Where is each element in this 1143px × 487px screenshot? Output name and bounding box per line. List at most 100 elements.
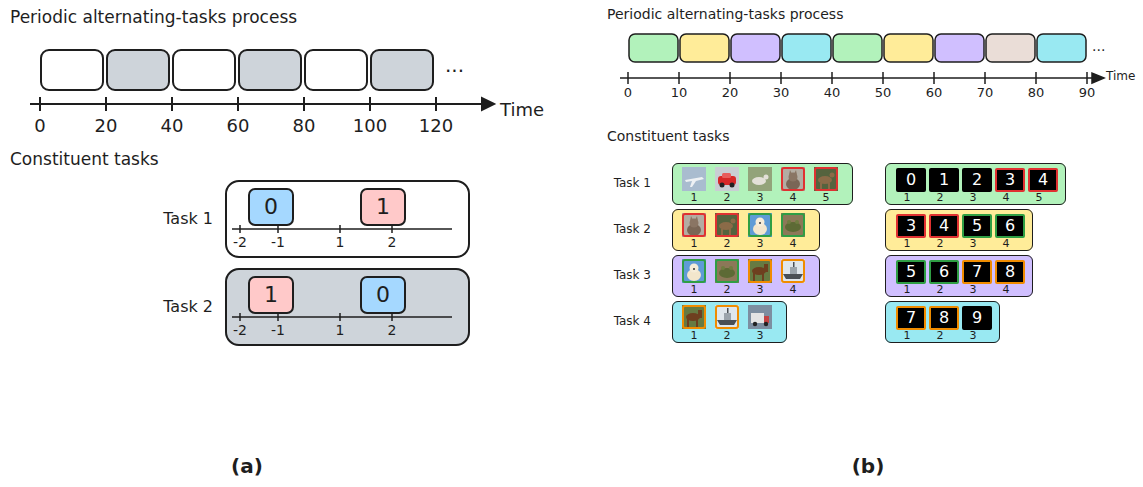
figure-label: 3 bbox=[970, 238, 977, 251]
drawing-part bbox=[232, 316, 452, 318]
figure-label: 90 bbox=[1079, 86, 1096, 101]
figure-label: 2 bbox=[724, 238, 731, 251]
drawing-part bbox=[171, 97, 173, 111]
drawing-part bbox=[678, 72, 680, 84]
drawing-part bbox=[1037, 34, 1086, 62]
figure-label: -1 bbox=[271, 234, 285, 250]
figure-label: 20 bbox=[95, 116, 118, 137]
drawing-part bbox=[882, 72, 884, 84]
task-box: Task 101 bbox=[225, 180, 470, 258]
digit-tile: 4 bbox=[1028, 168, 1058, 192]
drawing-part bbox=[339, 225, 341, 233]
drawing-part bbox=[672, 209, 820, 251]
class-label: 0 bbox=[250, 196, 292, 218]
drawing-part bbox=[105, 97, 107, 111]
drawing-part bbox=[303, 97, 305, 111]
class-square: 1 bbox=[360, 188, 406, 226]
digit-tile: 3 bbox=[995, 168, 1025, 192]
drawing-part bbox=[173, 50, 235, 90]
figure-label: 4 bbox=[790, 238, 797, 251]
digit-text: 1 bbox=[931, 172, 957, 188]
drawing-part bbox=[391, 225, 393, 233]
cifar-thumbnails bbox=[682, 167, 838, 329]
drawing-part bbox=[239, 225, 241, 233]
class-square: 0 bbox=[360, 276, 406, 314]
panel-caption: (a) bbox=[231, 455, 263, 478]
drawing-part bbox=[1035, 72, 1037, 84]
drawing-part bbox=[833, 34, 882, 62]
drawing-part bbox=[984, 72, 986, 84]
drawing-part bbox=[815, 168, 837, 190]
figure-label: Constituent tasks bbox=[607, 128, 729, 144]
drawing-part bbox=[715, 167, 739, 191]
drawing-part bbox=[629, 34, 678, 62]
figure-label: Constituent tasks bbox=[10, 150, 159, 170]
digit-text: 7 bbox=[964, 264, 990, 280]
figure-label: 1 bbox=[691, 330, 698, 343]
figure-label: 4 bbox=[790, 192, 797, 205]
figure-label: 4 bbox=[1003, 192, 1010, 205]
figure-label: 2 bbox=[937, 284, 944, 297]
class-square: 1 bbox=[248, 276, 294, 314]
drawing-part bbox=[885, 209, 1033, 251]
figure-label: 1 bbox=[904, 238, 911, 251]
task-label: Task 1 bbox=[614, 177, 651, 191]
digit-tile: 5 bbox=[896, 260, 926, 284]
drawing-part bbox=[814, 167, 838, 191]
figure-label: 2 bbox=[937, 238, 944, 251]
figure-label: 3 bbox=[757, 330, 764, 343]
digit-tile: 3 bbox=[896, 214, 926, 238]
figure-label: 5 bbox=[823, 192, 830, 205]
digit-text: 5 bbox=[898, 264, 924, 280]
digit-tile: 0 bbox=[896, 168, 926, 192]
drawing-part bbox=[716, 306, 738, 328]
figure-label: 80 bbox=[1028, 86, 1045, 101]
figure-label: 1 bbox=[691, 284, 698, 297]
drawing-part bbox=[239, 313, 241, 321]
digit-tile: 9 bbox=[962, 306, 992, 330]
drawing-part bbox=[620, 77, 1094, 79]
figure-label: 3 bbox=[970, 284, 977, 297]
figure-label: 1 bbox=[691, 192, 698, 205]
drawing-part bbox=[748, 305, 772, 329]
digit-tile: 2 bbox=[962, 168, 992, 192]
figure-label: 30 bbox=[773, 86, 790, 101]
figure-label: 2 bbox=[724, 192, 731, 205]
drawing-part bbox=[831, 72, 833, 84]
task-fill bbox=[225, 268, 470, 346]
digit-text: 2 bbox=[964, 172, 990, 188]
figure-label: 0 bbox=[34, 116, 45, 137]
panel-caption: (b) bbox=[852, 455, 885, 478]
drawing-part bbox=[986, 34, 1035, 62]
drawing-part bbox=[780, 72, 782, 84]
drawing-part bbox=[781, 213, 805, 237]
digit-text: 6 bbox=[997, 218, 1023, 234]
figure-label: 10 bbox=[671, 86, 688, 101]
drawing-part bbox=[682, 305, 706, 329]
figure-label: 1 bbox=[904, 192, 911, 205]
drawing-part bbox=[682, 213, 706, 237]
figure-label: -2 bbox=[233, 322, 247, 338]
figure-label: 3 bbox=[970, 192, 977, 205]
drawing-part bbox=[682, 259, 706, 283]
drawing-part bbox=[305, 50, 367, 90]
task-label: Task 2 bbox=[163, 298, 213, 316]
drawing-part bbox=[715, 213, 739, 237]
drawing-part bbox=[748, 167, 772, 191]
digit-text: 4 bbox=[1030, 172, 1056, 188]
figure-label: 3 bbox=[757, 192, 764, 205]
class-square: 0 bbox=[248, 188, 294, 226]
drawing-part bbox=[782, 214, 804, 236]
drawing-part bbox=[1086, 72, 1088, 84]
drawing-part bbox=[781, 167, 805, 191]
figure-label: 4 bbox=[1003, 284, 1010, 297]
drawing-part bbox=[435, 97, 437, 111]
task-label: Task 4 bbox=[614, 315, 651, 329]
time-axis bbox=[30, 97, 494, 111]
figure-label: Periodic alternating-tasks process bbox=[10, 8, 297, 28]
digit-text: 3 bbox=[997, 172, 1023, 188]
drawing-part bbox=[237, 97, 239, 111]
drawing-part bbox=[107, 50, 169, 90]
drawing-part bbox=[672, 301, 787, 343]
